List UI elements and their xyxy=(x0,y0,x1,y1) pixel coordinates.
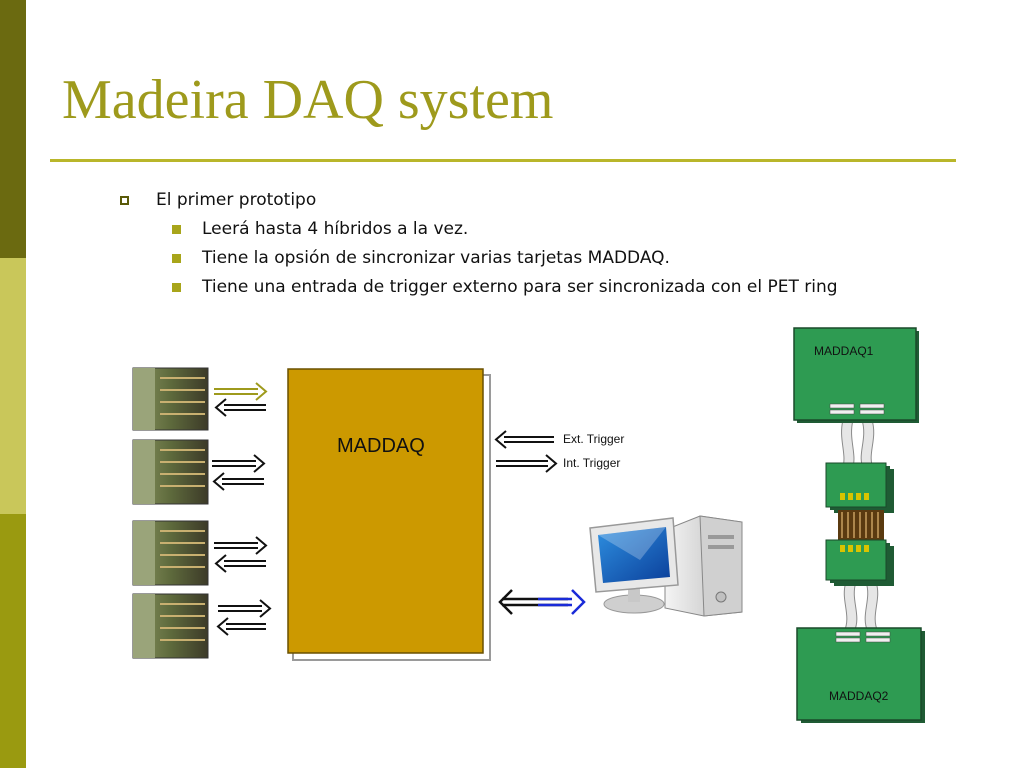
maddaq1-label: MADDAQ1 xyxy=(814,344,874,358)
sidebar-accent-top xyxy=(0,0,26,258)
bullet-text: Tiene una entrada de trigger externo par… xyxy=(202,277,838,297)
square-bullet-icon xyxy=(172,225,181,234)
sidebar-accent-middle xyxy=(0,258,26,514)
slide-title: Madeira DAQ system xyxy=(62,69,554,131)
hybrid-module-1 xyxy=(132,367,209,431)
ribbon-cables xyxy=(841,419,879,633)
maddaq-board xyxy=(287,368,491,661)
bullet-text: El primer prototipo xyxy=(156,190,317,210)
pc-link-arrow xyxy=(498,589,586,615)
bullet-text: Leerá hasta 4 híbridos a la vez. xyxy=(202,219,469,239)
maddaq-board-label: MADDAQ xyxy=(337,435,425,457)
ext-trigger-label: Ext. Trigger xyxy=(563,432,624,446)
square-bullet-icon xyxy=(172,254,181,263)
maddaq2-label: MADDAQ2 xyxy=(829,689,889,703)
computer-icon xyxy=(589,515,743,617)
sidebar-accent-bottom xyxy=(0,514,26,768)
int-trigger-label: Int. Trigger xyxy=(563,456,620,470)
hybrid-module-4 xyxy=(132,593,209,659)
interconnect-stack xyxy=(825,462,894,586)
title-underline xyxy=(50,159,956,162)
trigger-arrows xyxy=(494,430,558,473)
square-bullet-icon xyxy=(172,283,181,292)
hybrid-module-2 xyxy=(132,439,209,505)
hybrid-arrows xyxy=(212,382,272,636)
square-bullet-icon xyxy=(120,196,129,205)
hybrid-module-3 xyxy=(132,520,209,586)
bullet-text: Tiene la opsión de sincronizar varias ta… xyxy=(202,248,670,268)
maddaq1-card xyxy=(793,327,919,423)
maddaq2-card xyxy=(796,627,925,723)
